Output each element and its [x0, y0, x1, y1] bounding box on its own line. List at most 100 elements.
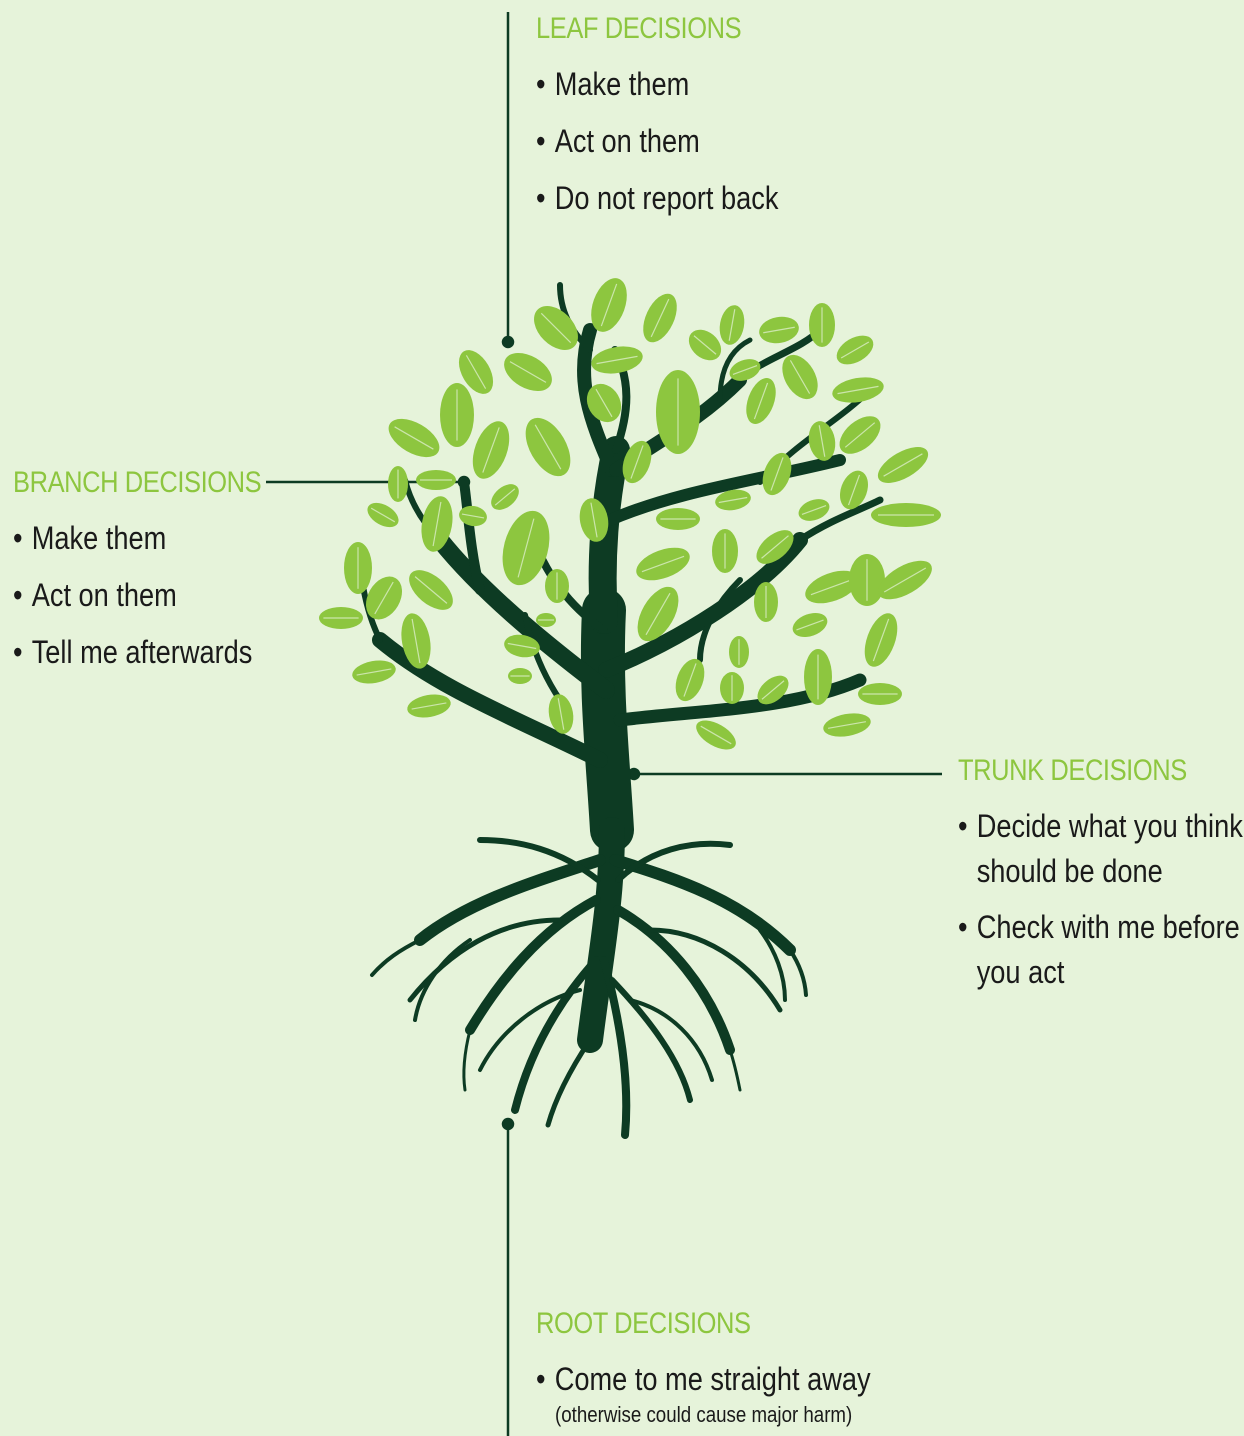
root-decisions-block: ROOT DECISIONS •Come to me straight away… [536, 1307, 930, 1428]
leaf-shape [643, 293, 677, 343]
leaf-shape [858, 683, 902, 705]
leaf-decision-item: •Make them [536, 66, 690, 102]
root-decisions-heading: ROOT DECISIONS [536, 1307, 751, 1340]
leaf-shape [458, 350, 494, 394]
leaf-shape [491, 484, 519, 510]
root-11 [545, 1037, 593, 1128]
leaf-shape [591, 346, 643, 374]
leaf-shape [440, 383, 474, 447]
root-decision-item: •Come to me straight away [536, 1361, 871, 1397]
root-17 [478, 988, 582, 1072]
root-decision-note: (otherwise could cause major harm) [555, 1402, 853, 1427]
root-18 [628, 998, 714, 1082]
leaf-shape [504, 634, 540, 658]
leaf-shape [401, 613, 431, 669]
leaf-shape [502, 510, 550, 586]
leaf-shape [656, 508, 700, 530]
root-5 [465, 895, 601, 1035]
root-14 [615, 840, 733, 883]
leaf-shape [675, 658, 705, 702]
leaf-shape [525, 417, 571, 477]
leaf-shape [712, 529, 738, 573]
trunk-decision-item: • Decide what you think should be done [958, 808, 1243, 889]
leaf-shape [757, 675, 789, 705]
leaf-decision-item: •Act on them [536, 123, 700, 159]
leaf-shape [809, 303, 835, 347]
leaf-shape [536, 613, 556, 627]
leaf-connector-dot [501, 335, 515, 349]
leaf-shape [504, 353, 552, 391]
leaf-shape [839, 416, 881, 454]
leaf-decisions-block: LEAF DECISIONS •Make them •Act on them •… [536, 12, 821, 233]
branch-decisions-list: •Make them •Act on them •Tell me afterwa… [13, 516, 305, 687]
root-13 [477, 837, 601, 883]
root-16 [647, 927, 783, 1013]
leaf-shape [388, 466, 408, 502]
leaf-shape [591, 278, 627, 332]
leaf-shape [579, 498, 609, 542]
branch-mid-right-twig [796, 496, 884, 544]
trunk [580, 588, 634, 852]
leaf-shape [388, 418, 440, 458]
leaf-shape [688, 329, 722, 361]
leaf-shape [365, 576, 403, 620]
leaf-shape [715, 489, 751, 511]
branch-left-upper [459, 477, 485, 595]
tree-leaves [319, 278, 941, 750]
leaf-shape [798, 499, 830, 521]
root-8 [728, 1048, 742, 1092]
leaf-shape [804, 649, 832, 705]
branch-decision-item: •Make them [13, 520, 167, 556]
leaf-shape [808, 421, 836, 461]
leaf-shape [696, 720, 736, 750]
branch-right [604, 454, 846, 526]
root-connector-dot [501, 1117, 515, 1131]
root-12 [609, 977, 693, 1103]
root-15 [407, 917, 563, 1003]
trunk-decisions-list: • Decide what you think should be done •… [958, 804, 1244, 1006]
leaf-shape [864, 613, 898, 667]
leaf-shape [622, 440, 652, 484]
leaf-shape [534, 306, 578, 350]
branch-decision-item: •Tell me afterwards [13, 634, 253, 670]
branch-upper-right-twig-2 [717, 337, 753, 403]
leaf-shape [656, 370, 700, 454]
leaf-decisions-heading: LEAF DECISIONS [536, 12, 742, 45]
leaf-shape [508, 668, 532, 684]
leaf-shape [720, 672, 744, 704]
leaf-shape [849, 554, 885, 606]
root-decisions-list: •Come to me straight away [536, 1357, 930, 1402]
leaf-shape [877, 447, 929, 483]
root-2 [370, 938, 422, 977]
leaf-shape [637, 586, 679, 642]
leaf-shape [823, 713, 871, 737]
leaf-shape [586, 383, 622, 423]
leaf-shape [839, 470, 869, 510]
leaf-shape [545, 569, 569, 603]
branch-decisions-block: BRANCH DECISIONS •Make them •Act on them… [13, 466, 305, 687]
branch-decisions-heading: BRANCH DECISIONS [13, 466, 262, 499]
leaf-shape [636, 547, 690, 581]
leaf-shape [832, 377, 884, 403]
leaf-shape [548, 694, 574, 734]
leaf-shape [416, 470, 456, 490]
leaf-decisions-list: •Make them •Act on them •Do not report b… [536, 62, 821, 233]
leaf-shape [756, 530, 794, 564]
leaf-shape [409, 570, 453, 610]
root-6 [462, 1028, 472, 1092]
leaf-shape [407, 694, 451, 718]
leaf-shape [472, 421, 510, 479]
leaf-shape [319, 607, 363, 629]
root-7 [613, 905, 735, 1055]
root-9 [511, 956, 600, 1114]
branch-left [431, 531, 615, 699]
root-20 [758, 928, 787, 1002]
leaf-shape [746, 378, 776, 424]
leaf-shape [367, 502, 399, 528]
root-4 [788, 948, 808, 997]
leaf-shape [782, 354, 818, 400]
leaf-shape [459, 505, 487, 527]
leaf-shape [762, 452, 792, 496]
